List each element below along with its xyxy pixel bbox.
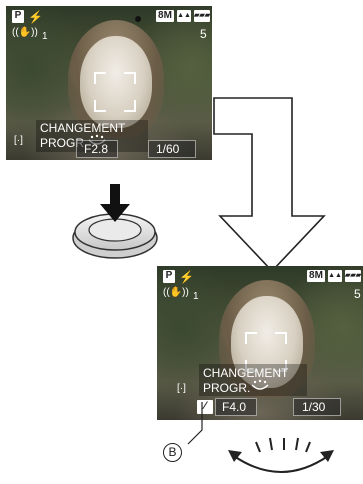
focus-frame-tl (245, 332, 257, 344)
shots-remaining: 5 (200, 28, 207, 40)
focus-frame-tl (94, 72, 106, 84)
program-shift-label-2: PROGR. (203, 382, 250, 394)
battery-icon: ▰▰▰ (345, 270, 361, 282)
resolution-badge: 8M (156, 10, 174, 22)
af-mode-icon: [·] (14, 136, 23, 146)
af-mode-icon: [·] (177, 384, 186, 394)
flash-icon: ⚡ (179, 271, 194, 283)
stabilizer-mode: 1 (42, 32, 48, 42)
rotate-dial-icon (226, 430, 336, 482)
stabilizer-icon: ((✋)) (12, 28, 38, 38)
focus-frame-br (124, 100, 136, 112)
subject-face (80, 36, 152, 128)
stabilizer-mode: 1 (193, 292, 199, 302)
record-dot-icon: ● (134, 11, 142, 25)
camera-screen-after: P ⚡ 8M ▲▲ ▰▰▰ ((✋)) 1 5 [·] CHANGEMENT P… (157, 266, 363, 420)
focus-frame-bl (94, 100, 106, 112)
program-shift-label-1: CHANGEMENT (40, 122, 125, 134)
shutter-button-icon (70, 180, 160, 262)
resolution-badge: 8M (307, 270, 325, 282)
aperture-value: F2.8 (84, 143, 108, 155)
shots-remaining: 5 (354, 288, 361, 300)
camera-screen-before: P ⚡ ● 8M ▲▲ ▰▰▰ ((✋)) 1 5 [·] CHANGEMENT… (6, 6, 212, 160)
shutter-value: 1/30 (302, 401, 325, 413)
mode-badge: P (163, 270, 175, 283)
mode-badge: P (12, 10, 24, 23)
program-shift-smile-icon (249, 379, 271, 393)
shutter-value: 1/60 (156, 143, 179, 155)
callout-label: B (163, 446, 182, 458)
aperture-value: F4.0 (222, 401, 246, 413)
program-shift-label-1: CHANGEMENT (203, 367, 288, 379)
quality-icon: ▲▲ (177, 10, 191, 22)
focus-frame-tr (275, 332, 287, 344)
flash-icon: ⚡ (28, 11, 43, 23)
stabilizer-icon: ((✋)) (163, 288, 189, 298)
quality-icon: ▲▲ (328, 270, 342, 282)
focus-frame-tr (124, 72, 136, 84)
battery-icon: ▰▰▰ (194, 10, 210, 22)
flow-arrow-icon (212, 96, 330, 274)
